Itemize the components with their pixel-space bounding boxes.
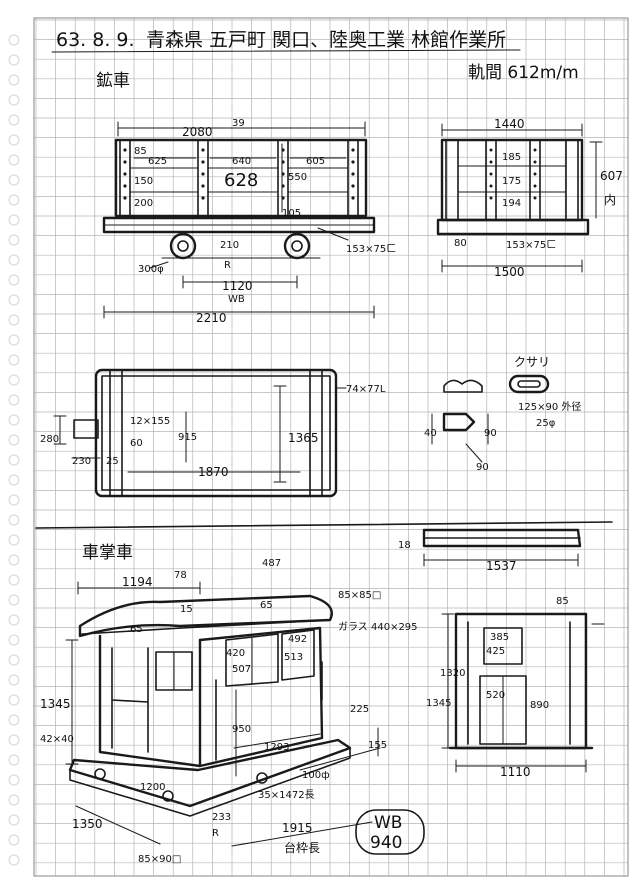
coupler-dim-90a: 90 [484,428,497,439]
section-divider [35,521,613,529]
cab-dim-frame-length: 台枠長 [284,840,320,855]
roof-dim-1537: 1537 [486,559,517,573]
cab-dim-65b: 65 [260,600,273,611]
ore-car-side-view: 2080 39 625 640 605 85 150 200 628 550 1… [102,118,396,325]
side-dim-210: 210 [220,240,239,251]
margin-holes [8,34,20,866]
header-location: 青森県 五戸町 関口、陸奥工業 林館作業所 [146,29,506,51]
side-dim-85: 85 [134,146,147,157]
cab-dim-post: 85×85□ [338,590,381,601]
coupler-dia: 25φ [536,418,556,429]
endv-dim-425: 425 [486,646,505,657]
caboose-perspective-view: 1194 78 65 15 487 85×85□ 65 ガラス 440×295 … [40,558,425,865]
cab-dim-492: 492 [288,634,307,645]
cab-dim-r: R [212,828,219,839]
caboose-end-view: 85 385 425 1320 1345 520 890 1110 [426,596,605,779]
coupler-title: クサリ [514,355,550,369]
cab-dim-155: 155 [368,740,387,751]
side-dim-channel: 153×75ㄈ [346,244,396,255]
cab-dim-15: 15 [180,604,193,615]
ore-car-end-view: 1440 185 175 194 607 内 80 153×75ㄈ 1500 [436,117,623,279]
cab-dim-233: 233 [212,812,231,823]
cab-wb-label: WB [374,813,402,833]
endv-dim-1320: 1320 [440,668,465,679]
cab-dim-1293: 1293 [264,742,289,753]
roof-dim-18: 18 [398,540,411,551]
cab-dim-507: 507 [232,664,251,675]
cab-dim-65a: 65 [130,624,143,635]
ore-car-plan-view: 74×77L 1365 915 1870 280 12×155 60 230 2… [40,368,386,498]
cab-wb-value: 940 [370,833,402,853]
cab-dim-950: 950 [232,724,251,735]
cab-dim-1915: 1915 [282,821,313,835]
endv-dim-385: 385 [490,632,509,643]
gauge-note: 軌間 612m/m [468,63,579,83]
coupler-dim-90b: 90 [476,462,489,473]
caboose-roof-plan: 18 1537 [398,528,582,573]
side-dim-39: 39 [232,118,245,129]
end-dim-channel: 153×75ㄈ [506,240,556,251]
plan-dim-230: 230 [72,456,91,467]
header-date: 63. 8. 9. [56,29,135,51]
cab-dim-42x40: 42×40 [40,734,74,745]
endv-dim-1110: 1110 [500,765,531,779]
side-dim-628: 628 [224,170,258,191]
cab-dim-sill: 35×1472長 [258,789,315,801]
end-dim-80: 80 [454,238,467,249]
plan-dim-280: 280 [40,434,59,445]
coupler-detail: クサリ 125×90 外径 25φ 40 90 90 [424,355,581,473]
side-dim-wb: WB [228,294,245,305]
plan-dim-915: 915 [178,432,197,443]
side-dim-2210: 2210 [196,311,227,325]
side-dim-wheel: 300φ [138,264,164,275]
end-dim-607: 607 [600,169,623,183]
end-dim-1440: 1440 [494,117,525,131]
end-dim-inside: 内 [604,193,616,207]
end-dim-185: 185 [502,152,521,163]
plan-dim-25: 25 [106,456,119,467]
plan-dim-1365: 1365 [288,431,319,445]
cab-dim-1350: 1350 [72,817,103,831]
endv-dim-85: 85 [556,596,569,607]
side-dim-550: 550 [288,172,307,183]
endv-dim-1345: 1345 [426,698,451,709]
endv-dim-890: 890 [530,700,549,711]
side-dim-r: R [224,260,231,271]
cab-dim-487: 487 [262,558,281,569]
side-dim-105: 105 [282,208,301,219]
side-dim-640: 640 [232,156,251,167]
plan-dim-1870: 1870 [198,465,229,479]
cab-dim-513: 513 [284,652,303,663]
endv-dim-520: 520 [486,690,505,701]
caboose-title: 車掌車 [82,543,133,563]
cab-dim-100: 100ф [302,770,330,781]
side-dim-200: 200 [134,198,153,209]
ore-car-title: 鉱車 [96,71,130,91]
sheet-border [33,17,629,877]
end-dim-194: 194 [502,198,521,209]
side-dim-overall-box: 2080 [182,125,213,139]
cab-dim-glass: ガラス 440×295 [338,621,418,633]
end-dim-175: 175 [502,176,521,187]
coupler-dim-40: 40 [424,428,437,439]
cab-dim-1194: 1194 [122,575,153,589]
side-dim-625: 625 [148,156,167,167]
cab-dim-1345: 1345 [40,697,71,711]
end-dim-1500: 1500 [494,265,525,279]
cab-dim-420: 420 [226,648,245,659]
cab-dim-1200: 1200 [140,782,165,793]
side-dim-1120: 1120 [222,279,253,293]
cab-dim-78: 78 [174,570,187,581]
plan-dim-60: 60 [130,438,143,449]
side-dim-150: 150 [134,176,153,187]
cab-dim-85x90: 85×90□ [138,854,181,865]
cab-dim-225: 225 [350,704,369,715]
header-underline [51,49,521,53]
plan-dim-angle: 74×77L [346,384,386,395]
side-dim-605: 605 [306,156,325,167]
coupler-size: 125×90 外径 [518,400,581,413]
plan-dim-plate: 12×155 [130,416,170,427]
